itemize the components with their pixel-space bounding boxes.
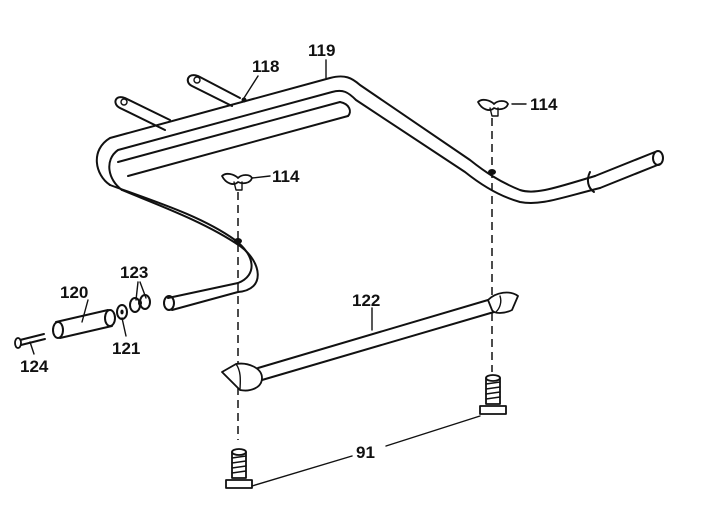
label-114-left: 114	[272, 167, 300, 186]
frame-brackets	[114, 74, 247, 131]
handle-frame	[95, 75, 664, 311]
washer	[116, 304, 128, 320]
label-119: 119	[308, 41, 335, 60]
assembly-lines	[237, 118, 493, 440]
label-122: 122	[352, 291, 380, 310]
bolt-left	[225, 448, 253, 489]
label-124: 124	[20, 357, 49, 376]
part-number-labels: 118 119 114 114 123 120 122 121 124 91	[20, 41, 558, 462]
lock-washers	[129, 294, 151, 313]
bolt-right	[479, 374, 507, 415]
screw	[14, 333, 46, 349]
label-123: 123	[120, 263, 148, 282]
wing-nut-right	[477, 98, 509, 117]
wing-nut-left	[221, 172, 253, 191]
label-118: 118	[252, 57, 279, 76]
label-120: 120	[60, 283, 88, 302]
spacer-tube	[52, 309, 116, 339]
label-91: 91	[356, 443, 375, 462]
leader-lines	[29, 59, 527, 487]
label-121: 121	[112, 339, 140, 358]
cross-bar	[221, 291, 519, 392]
label-114-right: 114	[530, 95, 558, 114]
